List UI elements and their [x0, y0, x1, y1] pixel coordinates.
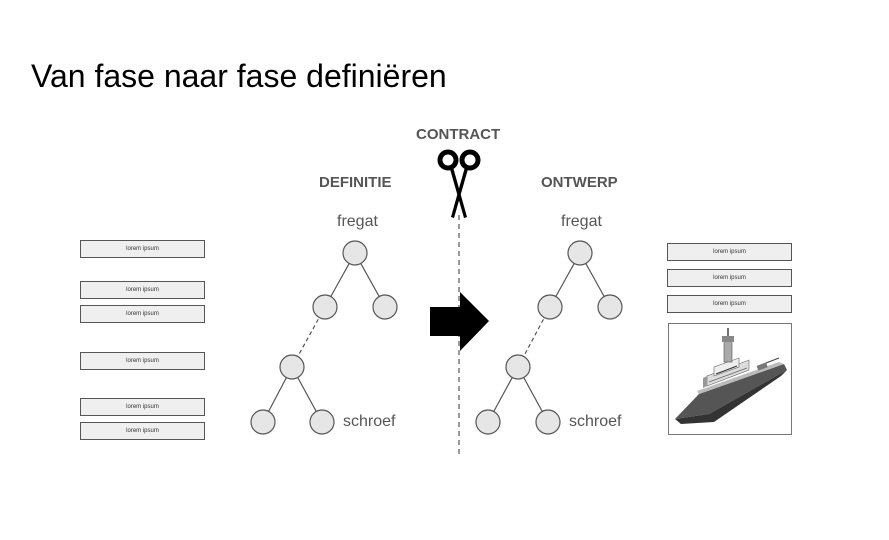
- design-box: lorem ipsum: [667, 269, 792, 287]
- tree-node: [475, 409, 501, 435]
- tree-node: [597, 294, 623, 320]
- contract-label: CONTRACT: [416, 126, 501, 143]
- tree-node: [372, 294, 398, 320]
- tree-node: [312, 294, 338, 320]
- tree-node: [567, 240, 593, 266]
- definition-box: lorem ipsum: [80, 281, 205, 299]
- arrow-right-icon: [430, 292, 489, 351]
- ship-icon: [675, 328, 787, 424]
- tree-node: [309, 409, 335, 435]
- definition-box: lorem ipsum: [80, 305, 205, 323]
- design-box: lorem ipsum: [667, 295, 792, 313]
- tree-node: [279, 354, 305, 380]
- definition-box: lorem ipsum: [80, 240, 205, 258]
- tree-node: [250, 409, 276, 435]
- tree-node: [537, 294, 563, 320]
- definition-leaf-label: schroef: [343, 413, 396, 430]
- definition-heading: DEFINITIE: [319, 174, 392, 191]
- design-heading: ONTWERP: [541, 174, 618, 191]
- design-tree: [475, 240, 623, 435]
- tree-node: [505, 354, 531, 380]
- tree-node: [342, 240, 368, 266]
- definition-box: lorem ipsum: [80, 352, 205, 370]
- definition-tree: [250, 240, 398, 435]
- tree-node: [535, 409, 561, 435]
- definition-box: lorem ipsum: [80, 398, 205, 416]
- definition-box: lorem ipsum: [80, 422, 205, 440]
- page-title: Van fase naar fase definiëren: [31, 58, 447, 94]
- design-leaf-label: schroef: [569, 413, 622, 430]
- definition-root-label: fregat: [337, 213, 378, 230]
- design-root-label: fregat: [561, 213, 602, 230]
- scissors-icon: [437, 149, 481, 218]
- frigate-ship-image: [668, 323, 792, 435]
- design-box: lorem ipsum: [667, 243, 792, 261]
